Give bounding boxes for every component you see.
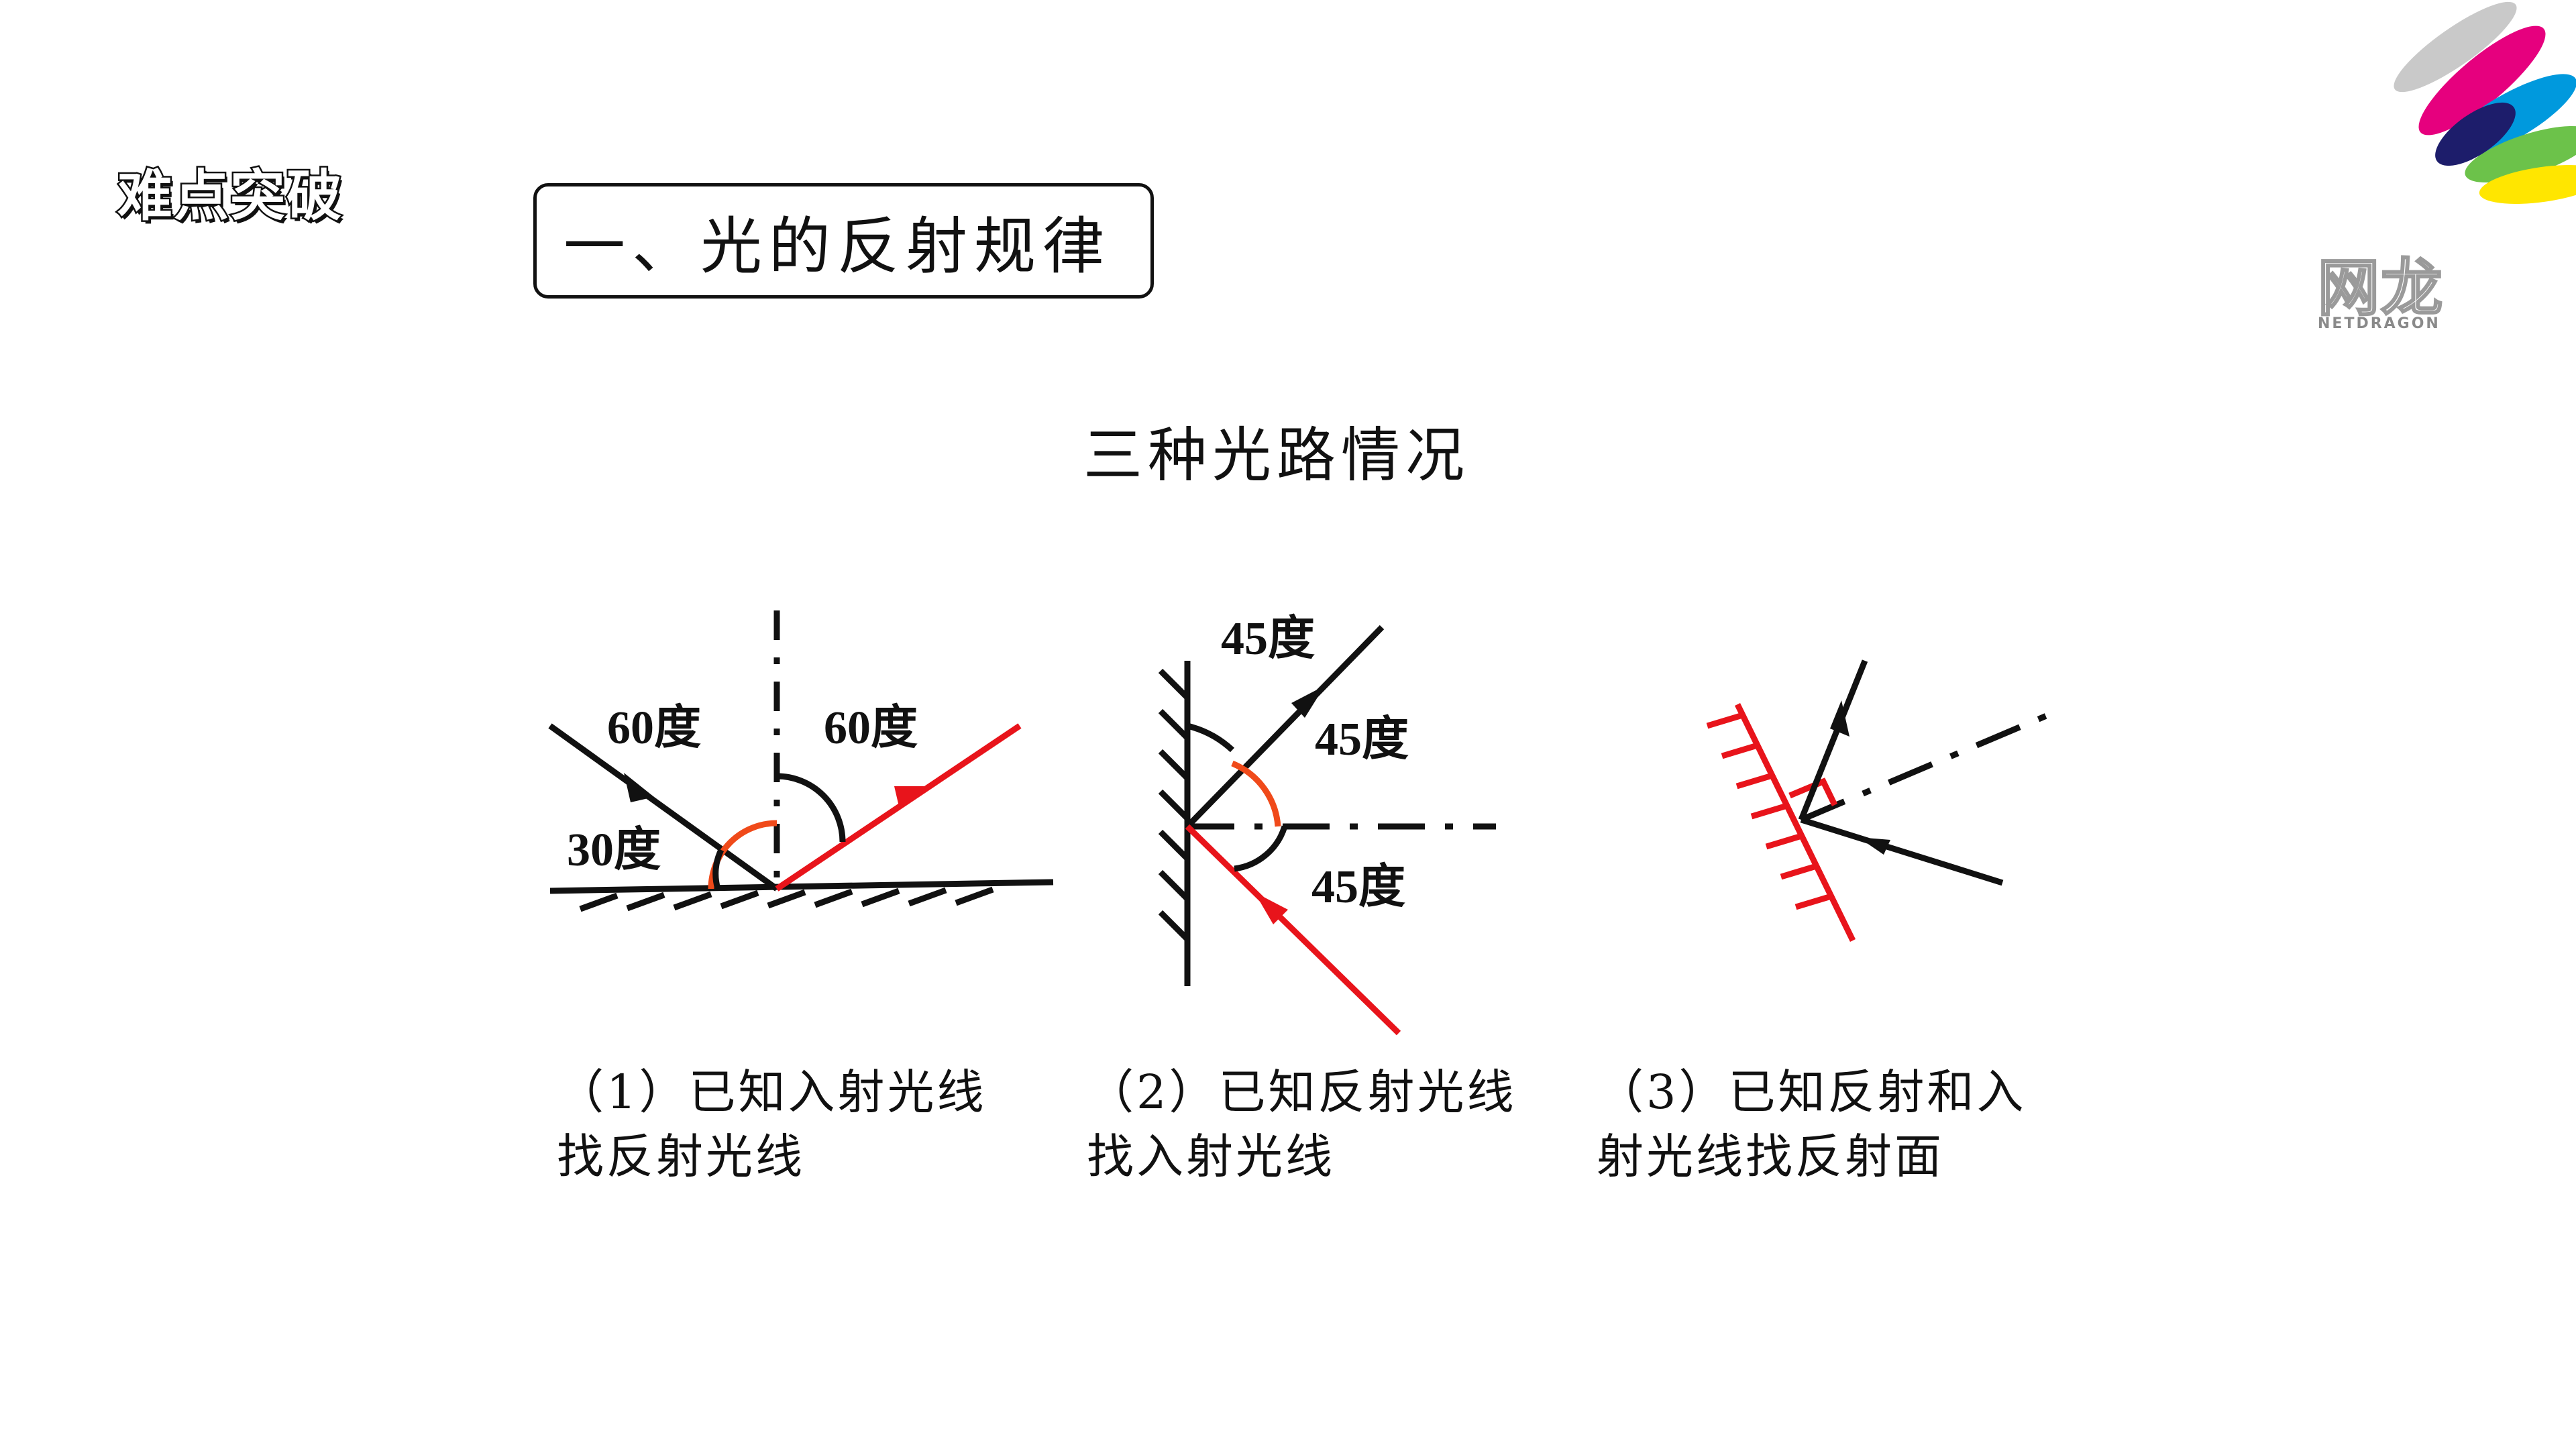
- angle-arc-middle: [1231, 760, 1281, 827]
- caption-3: （3）已知反射和入 射光线找反射面: [1597, 1060, 2027, 1189]
- incident-ray: [1800, 816, 2004, 886]
- caption-2-line-2: 找入射光线: [1087, 1129, 1335, 1184]
- mirror-surface: [549, 879, 1054, 894]
- diagram-subtitle: 三种光路情况: [1083, 421, 1470, 490]
- angle-label-middle: 45度: [1315, 713, 1409, 765]
- section-title: 一、光的反射规律: [564, 210, 1112, 282]
- caption-2-line-1: （2）已知反射光线: [1087, 1065, 1517, 1120]
- reflected-arrow-icon: [1291, 686, 1325, 718]
- mirror-hatching: [579, 886, 994, 912]
- mirror-hatching: [1706, 712, 1833, 910]
- brand-logo-subtext: NETDRAGON: [2318, 315, 2440, 332]
- angle-label-incident: 60度: [607, 702, 701, 754]
- angle-arc-reflected: [776, 773, 846, 843]
- caption-3-line-1: （3）已知反射和入: [1597, 1065, 2027, 1120]
- angle-arc-upper: [1186, 722, 1235, 753]
- section-badge: 难点突破: [115, 163, 343, 230]
- diagram-2: 45度 45度 45度: [1158, 612, 1496, 1036]
- reflected-ray: [775, 723, 1022, 892]
- reflected-arrow-icon: [894, 786, 924, 806]
- angle-label-reflected: 60度: [824, 702, 918, 754]
- diagram-1: 60度 60度 30度: [548, 610, 1054, 912]
- reflected-ray: [1185, 625, 1385, 829]
- incident-arrow-icon: [1858, 837, 1890, 855]
- incident-ray: [548, 723, 779, 892]
- normal-line: [1800, 710, 2054, 823]
- angle-label-bottom: 45度: [1311, 861, 1405, 913]
- caption-2: （2）已知反射光线 找入射光线: [1087, 1060, 1517, 1189]
- brand-logo-icon: [2394, 1, 2576, 204]
- reflected-ray: [1798, 659, 1868, 821]
- reflected-arrow-icon: [1830, 700, 1849, 737]
- angle-arc-surface: [712, 849, 724, 890]
- right-angle-mark: [1788, 777, 1838, 806]
- mirror-hatching: [1158, 668, 1190, 942]
- caption-3-line-2: 射光线找反射面: [1597, 1129, 1944, 1184]
- incident-arrow-icon: [624, 773, 654, 802]
- diagram-3: [1706, 659, 2054, 942]
- angle-label-surface: 30度: [567, 824, 661, 876]
- brand-logo-text: 网龙: [2316, 252, 2445, 325]
- section-title-box: 一、光的反射规律: [533, 183, 1154, 299]
- incident-ray: [1185, 824, 1401, 1036]
- incident-arrow-icon: [1254, 892, 1288, 924]
- caption-1-line-1: （1）已知入射光线: [557, 1065, 987, 1120]
- angle-label-top: 45度: [1221, 612, 1315, 665]
- caption-1-line-2: 找反射光线: [557, 1129, 805, 1184]
- caption-1: （1）已知入射光线 找反射光线: [557, 1060, 987, 1189]
- angle-arc-lower: [1234, 825, 1288, 872]
